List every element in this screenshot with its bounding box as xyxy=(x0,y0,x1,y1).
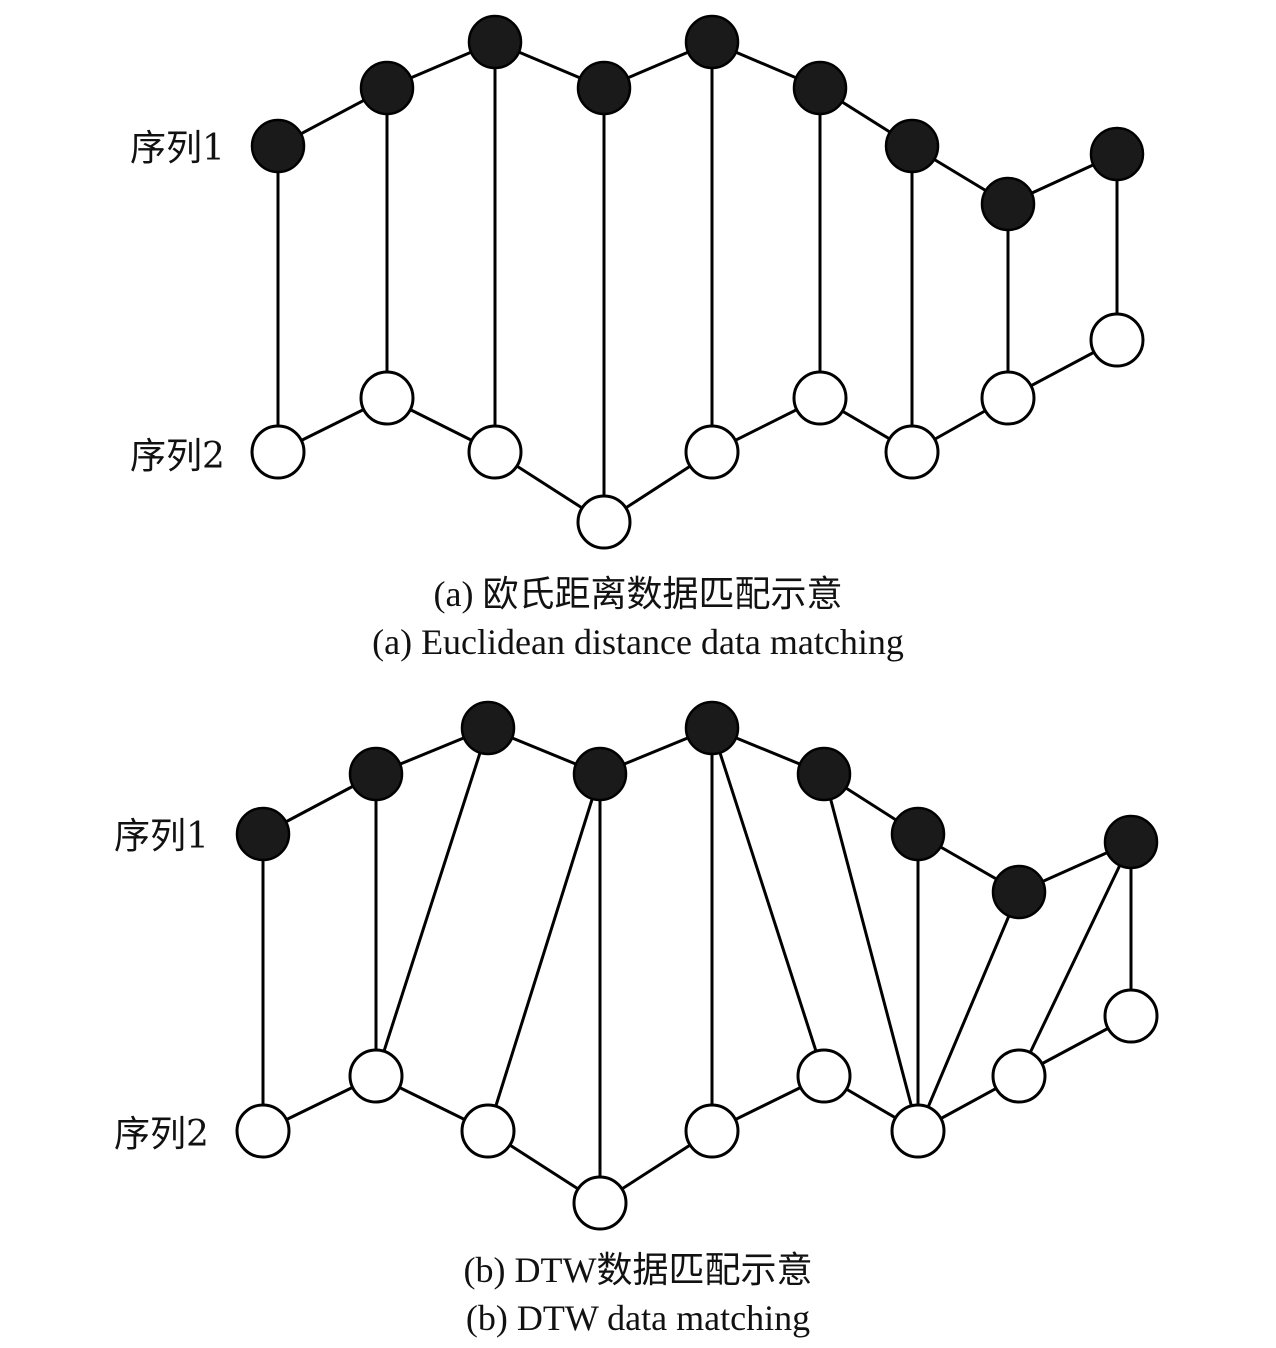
caption-cn: (b) DTW数据匹配示意 xyxy=(464,1250,813,1290)
match-link-9 xyxy=(916,891,1021,1132)
series2-node-2 xyxy=(467,424,523,480)
series1-node-1 xyxy=(359,60,415,116)
series1-nodes xyxy=(235,700,1159,920)
series1-nodes xyxy=(250,14,1145,232)
series1-label: 序列1 xyxy=(130,128,225,169)
series1-node-0 xyxy=(235,806,291,862)
series1-node-1 xyxy=(348,746,404,802)
series1-node-4 xyxy=(684,700,740,756)
series2-node-5 xyxy=(792,370,848,426)
series2-node-7 xyxy=(980,370,1036,426)
match-link-6 xyxy=(710,727,826,1077)
series1-node-3 xyxy=(572,746,628,802)
series2-node-5 xyxy=(796,1048,852,1104)
series2-node-3 xyxy=(576,494,632,550)
series2-label: 序列2 xyxy=(114,1114,209,1155)
series2-node-7 xyxy=(991,1048,1047,1104)
series1-node-2 xyxy=(467,14,523,70)
series2-node-4 xyxy=(684,424,740,480)
match-link-10 xyxy=(1017,841,1133,1077)
series2-nodes xyxy=(250,312,1145,550)
series1-node-2 xyxy=(460,700,516,756)
match-link-7 xyxy=(822,773,920,1132)
match-link-2 xyxy=(374,727,490,1077)
panel-euclidean: 序列1 序列2 (a) 欧氏距离数据匹配示意 (a) Euclidean dis… xyxy=(130,14,1145,662)
series2-node-4 xyxy=(684,1103,740,1159)
series1-node-7 xyxy=(980,176,1036,232)
series1-node-0 xyxy=(250,118,306,174)
series1-polyline xyxy=(262,726,1132,894)
series2-nodes xyxy=(235,988,1159,1231)
series1-node-6 xyxy=(884,118,940,174)
series1-node-7 xyxy=(991,864,1047,920)
series1-node-8 xyxy=(1089,126,1145,182)
series2-node-8 xyxy=(1103,988,1159,1044)
series1-node-5 xyxy=(792,60,848,116)
series2-node-0 xyxy=(250,424,306,480)
series1-polyline xyxy=(277,40,1118,206)
series2-node-6 xyxy=(884,424,940,480)
series1-node-4 xyxy=(684,14,740,70)
matching-links xyxy=(261,727,1133,1203)
series1-node-8 xyxy=(1103,814,1159,870)
series1-node-5 xyxy=(796,746,852,802)
series2-node-3 xyxy=(572,1175,628,1231)
caption-en: (b) DTW data matching xyxy=(466,1298,810,1338)
series2-label: 序列2 xyxy=(130,436,225,477)
series2-node-1 xyxy=(348,1048,404,1104)
series2-node-2 xyxy=(460,1103,516,1159)
caption-cn: (a) 欧氏距离数据匹配示意 xyxy=(434,574,843,614)
series1-label: 序列1 xyxy=(114,816,209,857)
series1-node-3 xyxy=(576,60,632,116)
series2-node-0 xyxy=(235,1103,291,1159)
series2-node-6 xyxy=(890,1103,946,1159)
panel-dtw: 序列1 序列2 (b) DTW数据匹配示意 (b) DTW data match… xyxy=(114,700,1159,1338)
matching-links xyxy=(276,42,1119,522)
series2-node-8 xyxy=(1089,312,1145,368)
caption-en: (a) Euclidean distance data matching xyxy=(372,622,904,662)
match-link-3 xyxy=(486,773,602,1132)
series2-node-1 xyxy=(359,370,415,426)
series1-node-6 xyxy=(890,806,946,862)
